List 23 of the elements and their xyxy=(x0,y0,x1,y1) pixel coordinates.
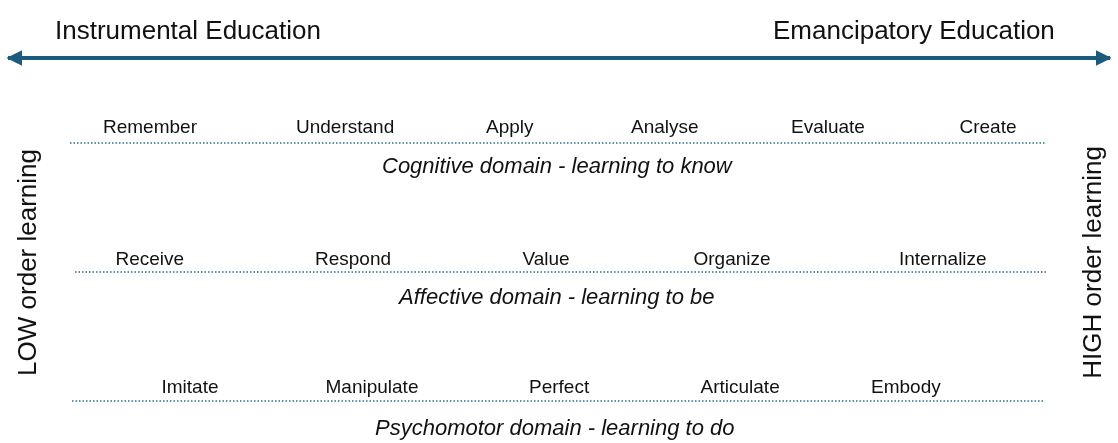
level-term: Create xyxy=(959,116,1017,136)
domain-caption: Psychomotor domain - learning to do xyxy=(375,417,735,439)
level-term: Embody xyxy=(871,376,941,396)
level-term: Receive xyxy=(115,248,185,268)
domain-caption: Cognitive domain - learning to know xyxy=(382,155,732,177)
heading-text: Instrumental Education xyxy=(55,17,321,43)
level-term: Organize xyxy=(693,248,771,268)
level-term: Apply xyxy=(486,116,534,136)
domain-caption: Affective domain - learning to be xyxy=(399,286,715,308)
level-term: Analyse xyxy=(631,116,699,136)
level-term: Evaluate xyxy=(791,116,865,136)
axis-label: HIGH order learning xyxy=(1079,145,1105,379)
level-term: Value xyxy=(522,248,570,268)
axis-label: LOW order learning xyxy=(14,148,40,376)
level-term: Respond xyxy=(315,248,392,268)
level-term: Manipulate xyxy=(325,376,419,396)
level-term: Internalize xyxy=(899,248,987,268)
level-term: Remember xyxy=(103,116,197,136)
level-term: Imitate xyxy=(161,376,219,396)
level-term: Understand xyxy=(296,116,395,136)
level-term: Articulate xyxy=(700,376,780,396)
heading-text: Emancipatory Education xyxy=(773,17,1055,43)
level-term: Perfect xyxy=(529,376,590,396)
